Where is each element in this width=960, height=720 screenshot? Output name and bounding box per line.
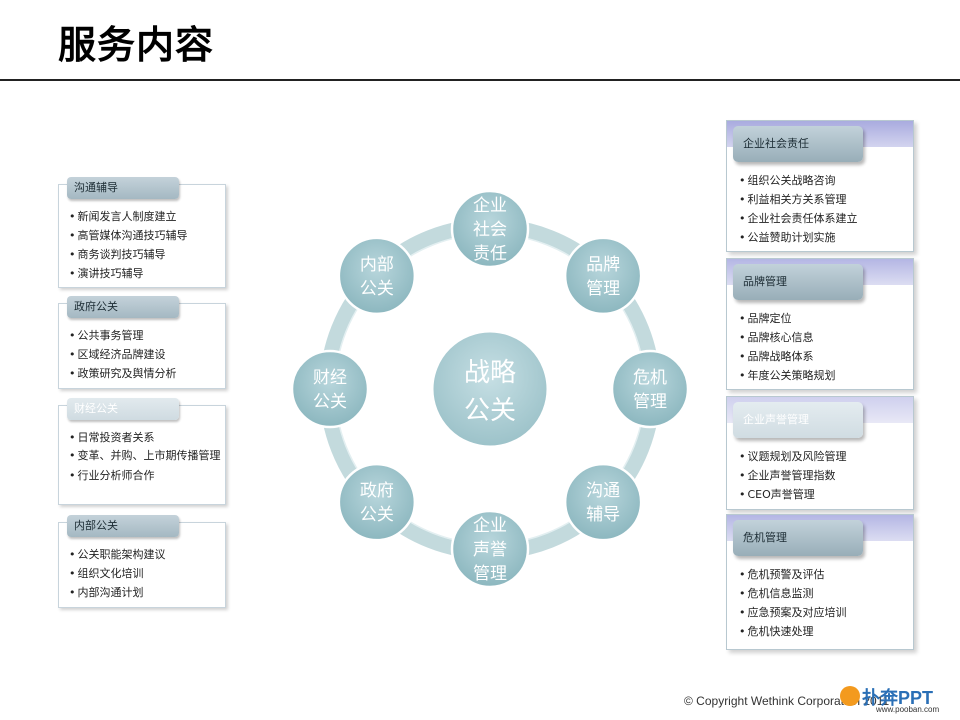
panel-list: 日常投资者关系 变革、并购、上市期传播管理 行业分析师合作 xyxy=(59,406,225,489)
panel-communication-coaching: 沟通辅导 新闻发言人制度建立 高管媒体沟通技巧辅导 商务谈判技巧辅导 演讲技巧辅… xyxy=(58,177,226,288)
diagram-node-circle xyxy=(337,462,417,542)
panel-list: 品牌定位 品牌核心信息 品牌战略体系 年度公关策略规划 xyxy=(727,259,913,391)
list-item: 公关职能架构建议 xyxy=(69,545,225,564)
diagram-node-label: 政府 xyxy=(360,481,394,501)
list-item: 变革、并购、上市期传播管理 xyxy=(69,448,225,464)
panel-government-pr: 政府公关 公共事务管理 区域经济品牌建设 政策研究及舆情分析 xyxy=(58,296,226,389)
list-item: 日常投资者关系 xyxy=(69,428,225,447)
panel-title: 政府公关 xyxy=(67,296,179,318)
list-item: 议题规划及风险管理 xyxy=(739,447,913,466)
diagram-node-label: 辅导 xyxy=(586,505,620,525)
panel-list: 议题规划及风险管理 企业声誉管理指数 CEO声誉管理 xyxy=(727,397,913,510)
panel-title: 内部公关 xyxy=(67,515,179,537)
panel-title: 企业社会责任 xyxy=(733,126,863,162)
list-item: 品牌战略体系 xyxy=(739,347,913,366)
panel-internal-pr: 内部公关 公关职能架构建议 组织文化培训 内部沟通计划 xyxy=(58,515,226,608)
panel-csr: 企业社会责任 组织公关战略咨询 利益相关方关系管理 企业社会责任体系建立 公益赞… xyxy=(726,120,914,252)
diagram-node: 危机管理 xyxy=(610,349,690,429)
center-label-line: 战略 xyxy=(464,358,516,388)
list-item: 公益赞助计划实施 xyxy=(739,228,913,247)
diagram-node: 财经公关 xyxy=(290,349,370,429)
panel-title: 企业声誉管理 xyxy=(733,402,863,438)
diagram-node: 品牌管理 xyxy=(563,236,643,316)
diagram-node: 政府公关 xyxy=(337,462,417,542)
list-item: 年度公关策略规划 xyxy=(739,366,913,385)
panel-title: 品牌管理 xyxy=(733,264,863,300)
diagram-node-label: 公关 xyxy=(360,279,394,299)
list-item: 新闻发言人制度建立 xyxy=(69,207,225,226)
logo-url: www.pooban.com xyxy=(876,705,940,714)
diagram-node-label: 财经 xyxy=(313,368,347,388)
diagram-node: 企业声誉管理 xyxy=(450,509,530,589)
list-item: 企业社会责任体系建立 xyxy=(739,209,913,228)
diagram-node-label: 管理 xyxy=(473,564,507,584)
panel-list: 公共事务管理 区域经济品牌建设 政策研究及舆情分析 xyxy=(59,304,225,387)
list-item: 公共事务管理 xyxy=(69,326,225,345)
diagram-node-label: 企业 xyxy=(473,516,507,536)
list-item: 品牌定位 xyxy=(739,309,913,328)
list-item: 政策研究及舆情分析 xyxy=(69,364,225,383)
list-item: 企业声誉管理指数 xyxy=(739,466,913,485)
panel-list: 危机预警及评估 危机信息监测 应急预案及对应培训 危机快速处理 xyxy=(727,515,913,647)
title-divider xyxy=(0,79,960,81)
list-item: 组织公关战略咨询 xyxy=(739,171,913,190)
list-item: CEO声誉管理 xyxy=(739,485,913,504)
diagram-node-label: 声誉 xyxy=(473,540,507,560)
diagram-node-label: 沟通 xyxy=(586,481,620,501)
panel-list: 组织公关战略咨询 利益相关方关系管理 企业社会责任体系建立 公益赞助计划实施 xyxy=(727,121,913,253)
page-title: 服务内容 xyxy=(58,23,215,67)
diagram-node-label: 内部 xyxy=(360,255,394,275)
panel-list: 公关职能架构建议 组织文化培训 内部沟通计划 xyxy=(59,523,225,606)
list-item: 品牌核心信息 xyxy=(739,328,913,347)
diagram-node: 企业社会责任 xyxy=(450,189,530,269)
diagram-node: 内部公关 xyxy=(337,236,417,316)
panel-list: 新闻发言人制度建立 高管媒体沟通技巧辅导 商务谈判技巧辅导 演讲技巧辅导 xyxy=(59,185,225,287)
diagram-node-circle xyxy=(563,236,643,316)
diagram-node-label: 危机 xyxy=(633,368,667,388)
diagram-node-circle xyxy=(610,349,690,429)
center-circle xyxy=(430,329,550,449)
diagram-node-label: 管理 xyxy=(633,392,667,412)
diagram-node-label: 责任 xyxy=(473,244,507,264)
diagram-node-circle xyxy=(290,349,370,429)
list-item: 危机快速处理 xyxy=(739,622,913,641)
diagram-node-circle xyxy=(563,462,643,542)
diagram-node-label: 公关 xyxy=(360,505,394,525)
panel-crisis-management: 危机管理 危机预警及评估 危机信息监测 应急预案及对应培训 危机快速处理 xyxy=(726,514,914,650)
diagram-node-label: 管理 xyxy=(586,279,620,299)
diagram-node-label: 社会 xyxy=(473,220,507,240)
diagram-node: 沟通辅导 xyxy=(563,462,643,542)
center-node: 战略 公关 xyxy=(430,329,550,449)
center-label-line: 公关 xyxy=(464,396,516,426)
diagram-node-circle xyxy=(450,509,530,589)
list-item: 演讲技巧辅导 xyxy=(69,264,225,283)
list-item: 高管媒体沟通技巧辅导 xyxy=(69,226,225,245)
panel-title: 财经公关 xyxy=(67,398,179,420)
copyright-text: © Copyright Wethink Corporation 2011 xyxy=(684,694,890,708)
list-item: 应急预案及对应培训 xyxy=(739,603,913,622)
panel-title: 危机管理 xyxy=(733,520,863,556)
logo-icon xyxy=(840,686,860,706)
panel-reputation-management: 企业声誉管理 议题规划及风险管理 企业声誉管理指数 CEO声誉管理 xyxy=(726,396,914,510)
diagram-node-label: 品牌 xyxy=(586,255,620,275)
list-item: 危机信息监测 xyxy=(739,584,913,603)
list-item: 利益相关方关系管理 xyxy=(739,190,913,209)
diagram-node-circle xyxy=(337,236,417,316)
panel-financial-pr: 财经公关 日常投资者关系 变革、并购、上市期传播管理 行业分析师合作 xyxy=(58,398,226,505)
panel-title: 沟通辅导 xyxy=(67,177,179,199)
diagram-node-label: 企业 xyxy=(473,196,507,216)
list-item: 危机预警及评估 xyxy=(739,565,913,584)
diagram-node-label: 公关 xyxy=(313,392,347,412)
diagram-node-circle xyxy=(450,189,530,269)
list-item: 区域经济品牌建设 xyxy=(69,345,225,364)
list-item: 内部沟通计划 xyxy=(69,583,225,602)
list-item: 商务谈判技巧辅导 xyxy=(69,245,225,264)
logo-text: 扑奔PPT xyxy=(862,688,934,708)
list-item: 行业分析师合作 xyxy=(69,466,225,485)
list-item: 组织文化培训 xyxy=(69,564,225,583)
panel-brand-management: 品牌管理 品牌定位 品牌核心信息 品牌战略体系 年度公关策略规划 xyxy=(726,258,914,390)
